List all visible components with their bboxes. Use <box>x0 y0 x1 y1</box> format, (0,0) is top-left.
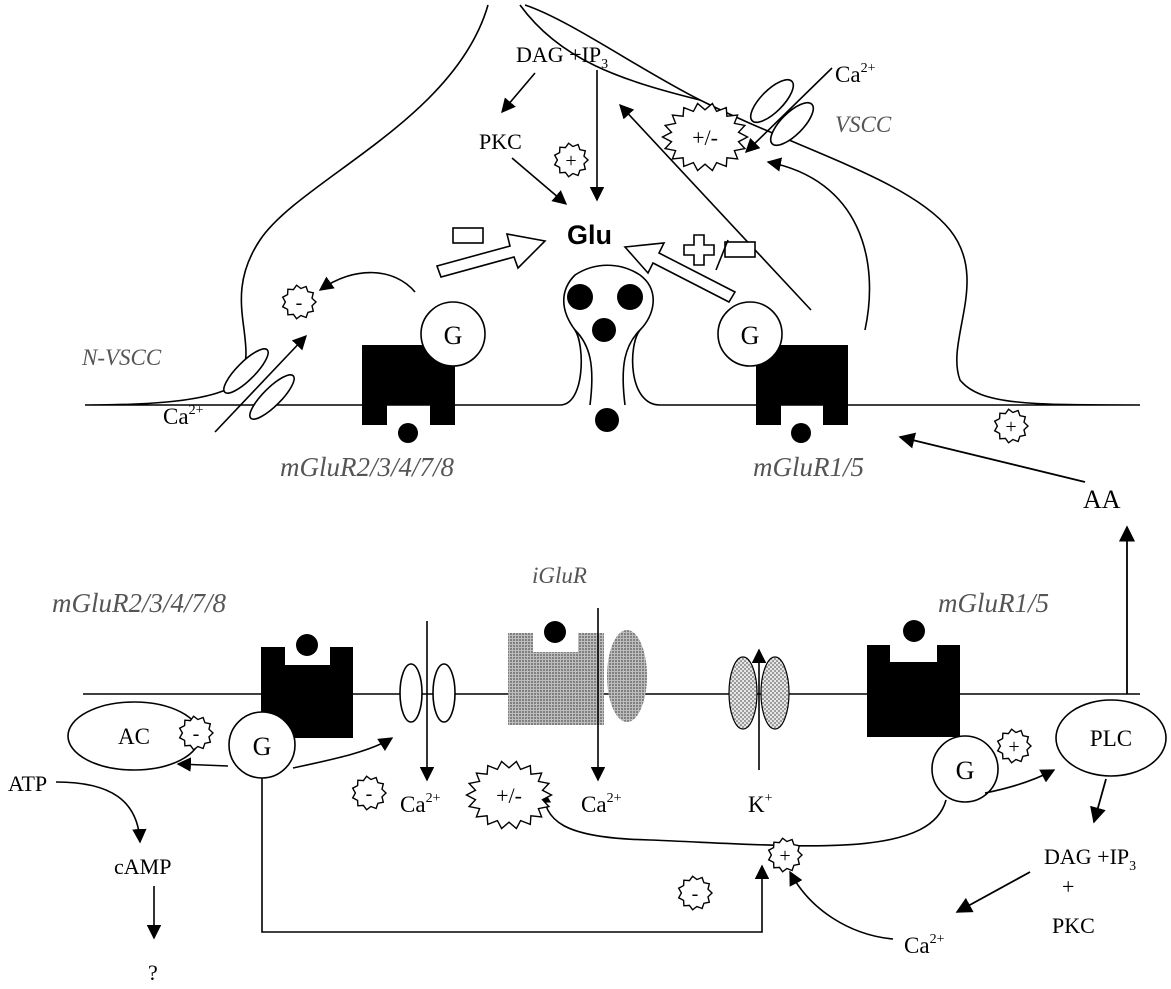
atp-label: ATP <box>8 771 47 796</box>
mglur-group1-label: mGluR1/5 <box>938 588 1049 618</box>
minus-block-icon <box>725 242 755 257</box>
pkc-label: PKC <box>479 129 522 154</box>
vesicle <box>567 284 593 310</box>
g-to-nvscc-arrow <box>320 273 415 292</box>
ac-label: AC <box>118 724 150 749</box>
k-channel <box>761 657 789 729</box>
g-protein-label: G <box>741 321 760 350</box>
g-protein-label: G <box>956 756 975 785</box>
receptor-ligand <box>791 423 811 443</box>
aa-to-mglur1-arrow <box>900 437 1085 482</box>
badge-label: + <box>779 845 790 867</box>
glu-label: Glu <box>567 220 612 250</box>
ion-channel <box>400 664 422 722</box>
k-channel <box>729 657 757 729</box>
camp-label: cAMP <box>114 854 171 879</box>
plc-label: PLC <box>1090 726 1132 751</box>
ca-label: Ca2+ <box>400 791 441 817</box>
iglur-receptor <box>508 633 604 725</box>
badge-label: + <box>1005 416 1016 438</box>
g-to-ac-arrow <box>178 764 228 766</box>
minus-block-icon <box>453 228 483 243</box>
presynaptic-membrane <box>85 5 1140 405</box>
mglur-group23-label: mGluR2/3/4/7/8 <box>280 452 454 482</box>
ca-label: Ca2+ <box>835 61 876 87</box>
dag-ip3-label: DAG +IP3 <box>516 42 608 72</box>
vesicle <box>617 284 643 310</box>
mglur1-to-vscc-arrow <box>768 162 870 330</box>
aa-label: AA <box>1083 485 1121 514</box>
atp-to-camp-arrow <box>56 782 140 842</box>
ion-channel <box>433 664 455 722</box>
badge-label: - <box>296 292 303 314</box>
badge-label: - <box>366 783 373 805</box>
badge-label: +/- <box>496 783 522 808</box>
g-to-channel-arrow <box>293 738 392 768</box>
mglur-group23-label: mGluR2/3/4/7/8 <box>52 588 226 618</box>
badge-label: - <box>692 883 699 905</box>
vesicle <box>592 318 616 342</box>
receptor-ligand <box>903 620 925 642</box>
k-label: K+ <box>748 791 773 817</box>
iglur-label: iGluR <box>532 563 587 588</box>
vscc-label: VSCC <box>835 112 892 137</box>
badge-label: +/- <box>692 125 718 150</box>
ca-label: Ca2+ <box>904 932 945 958</box>
pkc-label: PKC <box>1052 913 1095 938</box>
g-protein-label: G <box>253 732 272 761</box>
mglur-group1-label: mGluR1/5 <box>753 452 864 482</box>
dag-to-pkc-arrow <box>502 73 535 112</box>
receptor-ligand <box>544 621 566 643</box>
badge-label: - <box>193 723 200 745</box>
postsynaptic-mglur-group1-receptor <box>867 645 960 737</box>
question-label: ? <box>148 960 158 985</box>
plus-label: + <box>1062 874 1074 899</box>
dag-ip3-label: DAG +IP3 <box>1044 844 1136 874</box>
g-protein-label: G <box>444 321 463 350</box>
n-vscc-label: N-VSCC <box>81 345 162 370</box>
iglur-channel <box>607 630 647 722</box>
receptor-ligand <box>296 634 318 656</box>
ca-to-k-channel-arrow <box>790 872 893 939</box>
dag-to-ca-arrow <box>957 872 1030 912</box>
badge-label: + <box>565 150 576 172</box>
ca-label: Ca2+ <box>163 403 204 429</box>
vesicle <box>595 408 619 432</box>
receptor-ligand <box>398 423 418 443</box>
plus-outline-icon <box>684 235 714 265</box>
badge-label: + <box>1008 736 1019 758</box>
plc-to-dag-arrow <box>1094 779 1106 822</box>
ca-label: Ca2+ <box>581 791 622 817</box>
